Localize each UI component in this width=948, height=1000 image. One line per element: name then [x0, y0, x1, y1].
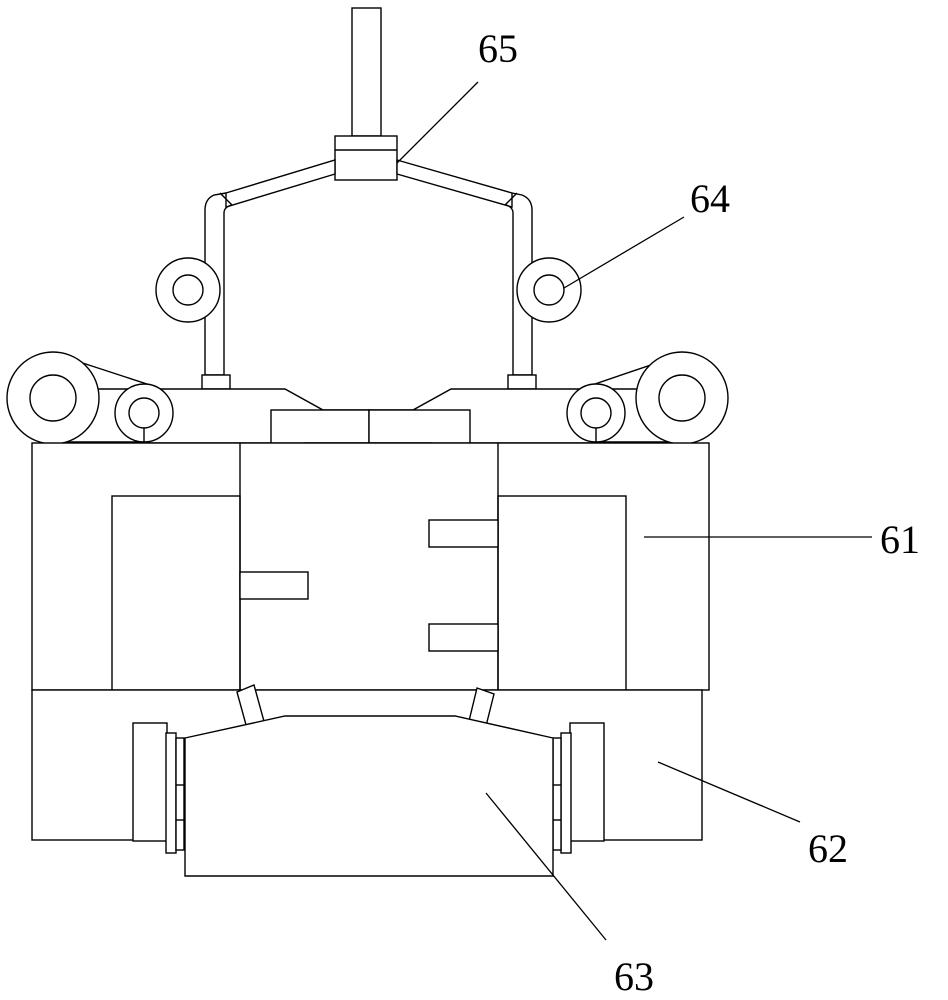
right-idler-pulley	[566, 383, 626, 443]
leader-line-65	[396, 81, 479, 164]
left-large-pulley	[6, 351, 100, 445]
bottom-block	[184, 715, 554, 877]
top-rod	[351, 7, 382, 137]
left-hanger-arm	[201, 159, 336, 390]
label-65: 65	[478, 26, 518, 71]
hanger-hub	[334, 135, 398, 181]
leader-line-64	[563, 216, 685, 289]
main-frame	[31, 442, 710, 691]
leader-line-63	[485, 792, 607, 941]
leader-line-62	[657, 761, 801, 823]
label-64: 64	[690, 176, 730, 221]
left-small-pulley	[155, 257, 221, 323]
left-side-roller	[132, 722, 185, 854]
label-61: 61	[880, 517, 920, 562]
label-63: 63	[614, 954, 654, 999]
right-large-pulley	[635, 351, 729, 445]
leader-lines	[396, 81, 872, 941]
left-idler-pulley	[114, 383, 174, 443]
right-small-pulley	[516, 257, 582, 323]
right-side-roller	[552, 722, 605, 854]
right-hanger-arm	[396, 159, 537, 390]
label-62: 62	[808, 826, 848, 871]
